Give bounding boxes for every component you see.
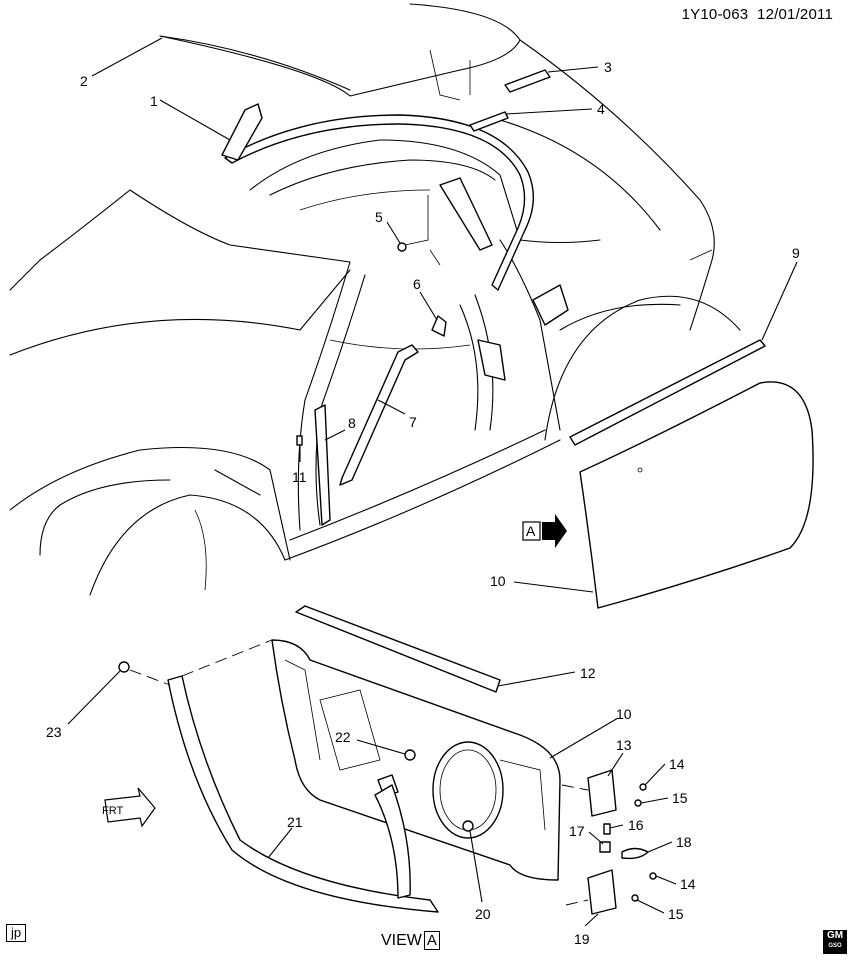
- part-23-clip: [118, 661, 130, 673]
- part-18-spring: [621, 847, 649, 860]
- callout-1: 1: [150, 93, 158, 109]
- front-arrow-label: FRT: [102, 805, 123, 817]
- hinge-parts: [561, 769, 657, 915]
- part-5-bolt: [397, 242, 407, 252]
- callout-labels: 1 2 3 4 5 6 7 8 9 10 11 12 10 13 14 15 1…: [46, 59, 800, 947]
- door-seal: [118, 639, 439, 913]
- diagram-code: 1Y10-063: [681, 6, 749, 23]
- callout-13: 13: [616, 737, 632, 753]
- callout-11: 11: [292, 469, 307, 485]
- leader-lines: [67, 37, 798, 927]
- part-16-pin: [603, 823, 611, 835]
- part-6-bumper: [431, 315, 447, 337]
- illustrator-initials: jp: [6, 924, 27, 942]
- diagram-date: 12/01/2011: [757, 6, 833, 23]
- diagram-header: 1Y10-063 12/01/2011: [682, 6, 833, 23]
- callout-20: 20: [475, 906, 491, 922]
- callout-23: 23: [46, 724, 62, 740]
- callout-2: 2: [80, 73, 88, 89]
- part-4-clip: [469, 111, 509, 132]
- part-8-seal: [314, 404, 331, 526]
- callout-9: 9: [792, 245, 800, 261]
- callout-7: 7: [409, 414, 417, 430]
- view-label-letter: A: [423, 931, 440, 950]
- gm-logo-subtext: GSO: [828, 943, 842, 949]
- callout-17: 17: [569, 823, 585, 839]
- callout-16: 16: [628, 817, 644, 833]
- part-2-roof-molding: [159, 35, 351, 91]
- callout-3: 3: [604, 59, 612, 75]
- callout-10-lower: 10: [616, 706, 632, 722]
- part-10-door-inner-panel: [271, 639, 561, 881]
- gm-logo-icon: GM GSO: [823, 930, 847, 954]
- part-22-fastener: [404, 749, 416, 761]
- callout-18: 18: [676, 834, 692, 850]
- part-9-belt-molding: [569, 339, 766, 446]
- callout-8: 8: [348, 415, 356, 431]
- callout-22: 22: [335, 729, 351, 745]
- roof-parts: [159, 35, 551, 291]
- car-body-outline: [9, 3, 741, 596]
- view-marker-letter: A: [526, 523, 536, 539]
- speaker-opening: [432, 741, 504, 839]
- callout-15-lower: 15: [668, 906, 684, 922]
- callout-14-lower: 14: [680, 876, 696, 892]
- callout-4: 4: [597, 101, 605, 117]
- callout-10-upper: 10: [490, 573, 506, 589]
- callout-14-upper: 14: [669, 756, 685, 772]
- part-10-door-outer-panel: [579, 381, 814, 609]
- part-15-bolt-upper: [634, 799, 642, 807]
- callout-12: 12: [580, 665, 596, 681]
- part-20-fastener: [462, 820, 474, 832]
- callout-6: 6: [413, 276, 421, 292]
- part-1-roof-weatherstrip: [224, 114, 534, 291]
- part-12-window-seal: [295, 605, 501, 693]
- view-label-text: VIEW: [381, 932, 422, 949]
- callout-15-upper: 15: [672, 790, 688, 806]
- part-7-seal: [339, 344, 419, 486]
- door-panel-upper: [569, 339, 814, 609]
- callout-19: 19: [574, 931, 590, 947]
- part-17-bushing: [599, 841, 611, 853]
- front-direction-arrow: FRT: [102, 787, 156, 828]
- part-11-retainer: [296, 435, 303, 446]
- part-21-door-weatherstrip: [167, 675, 439, 913]
- part-3-clip: [504, 69, 551, 93]
- part-14-bolt-upper: [639, 783, 647, 791]
- gm-logo-text: GM: [826, 930, 844, 941]
- part-15-bolt-lower: [631, 894, 639, 902]
- door-inner-view: [271, 605, 561, 881]
- door-opening-parts: [296, 195, 447, 526]
- part-19-lower-hinge: [587, 869, 617, 915]
- part-14-bolt-lower: [649, 872, 657, 880]
- view-a-marker: A: [522, 514, 567, 548]
- callout-21: 21: [287, 814, 303, 830]
- part-13-upper-hinge: [587, 769, 617, 817]
- callout-5: 5: [375, 209, 383, 225]
